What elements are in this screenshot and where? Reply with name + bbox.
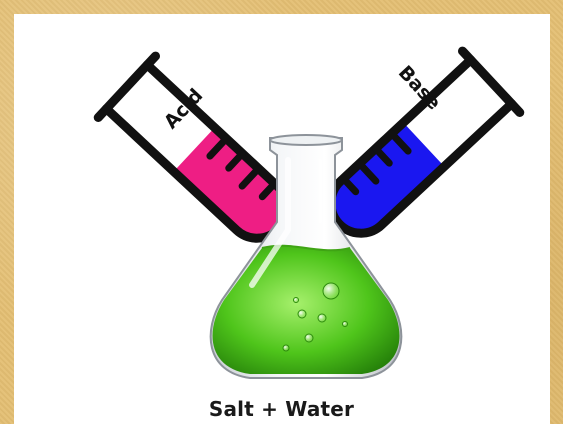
liquid-surface [261,244,351,252]
flask-reflection [249,157,291,288]
result-label: Salt + Water [208,397,355,421]
bubbles [282,282,348,352]
flask-rim [269,134,343,146]
erlenmeyer-flask [209,134,403,379]
acid-liquid [173,127,287,239]
base-graduations [339,130,412,196]
acid-graduations [206,135,279,201]
base-tube-rim [457,46,525,118]
base-liquid [331,122,445,234]
flask-liquid [212,245,400,374]
acid-tube-rim [93,51,161,123]
